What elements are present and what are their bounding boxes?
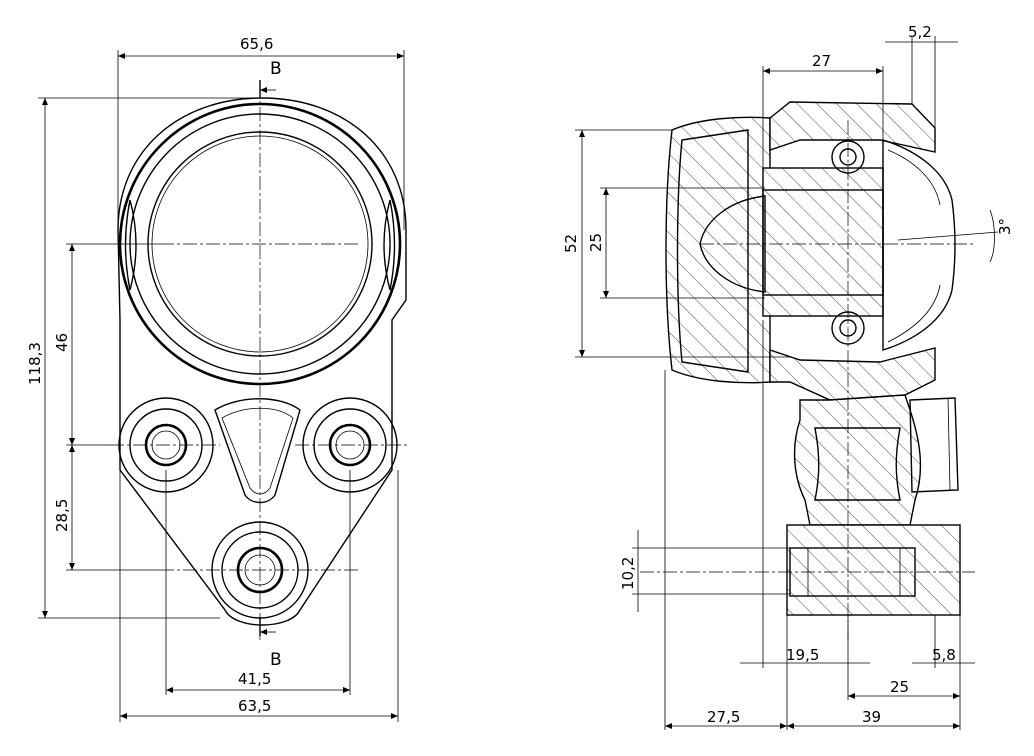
side-section-view — [640, 101, 975, 640]
dim-5-2: 5,2 — [908, 23, 932, 41]
dim-angle: 3° — [996, 218, 1014, 235]
side-lower-body — [769, 347, 936, 401]
dim-41-5: 41,5 — [238, 670, 271, 688]
side-lower-block — [786, 524, 961, 616]
dim-5-8: 5,8 — [932, 646, 956, 664]
side-dome — [882, 139, 956, 351]
section-label-top: B — [270, 59, 282, 79]
side-lens-cap — [665, 116, 771, 384]
side-upper-body — [769, 101, 936, 153]
dim-52: 52 — [562, 234, 580, 253]
section-label-bottom: B — [270, 650, 282, 670]
side-neck-bore — [814, 427, 901, 501]
side-neck — [793, 394, 922, 526]
dim-overall-height: 118,3 — [26, 342, 44, 385]
dim-63-5: 63,5 — [238, 697, 271, 715]
dim-28-5: 28,5 — [53, 499, 71, 532]
front-right-slot — [383, 199, 396, 291]
dim-25-vertical: 25 — [587, 233, 605, 252]
front-dimensions: 65,6 118,3 46 28,5 41,5 63,5 — [26, 35, 405, 722]
side-fitting — [909, 397, 959, 493]
dim-27: 27 — [812, 52, 831, 70]
dim-46: 46 — [53, 333, 71, 352]
side-dimensions: 27 5,2 3° 52 25 10,2 19,5 — [562, 23, 1014, 730]
front-triangle-inner — [221, 407, 294, 495]
front-housing-outline — [117, 97, 407, 626]
side-bearing-block — [762, 167, 884, 317]
front-triangle-pocket — [214, 398, 301, 504]
dim-25-horizontal: 25 — [890, 678, 909, 696]
front-view: B B — [110, 59, 410, 670]
side-lens-inner — [676, 129, 749, 373]
side-dome-inner — [887, 149, 941, 343]
front-left-slot — [124, 199, 137, 291]
dim-27-5: 27,5 — [707, 708, 740, 726]
dim-39: 39 — [862, 708, 881, 726]
dim-10-2: 10,2 — [619, 557, 637, 590]
dim-overall-width: 65,6 — [240, 35, 273, 53]
dim-19-5: 19,5 — [786, 646, 819, 664]
